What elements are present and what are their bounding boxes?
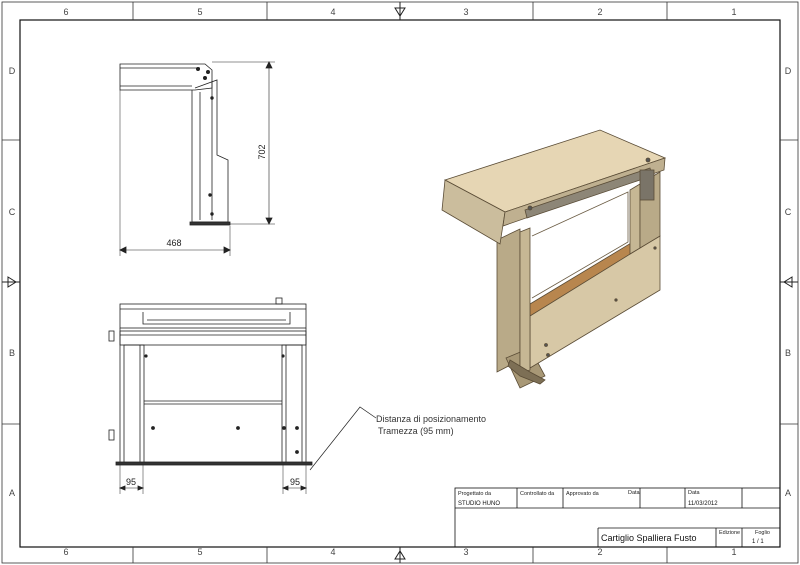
title-block — [454, 487, 781, 548]
zone-col-bottom-3: 4 — [330, 547, 335, 557]
date-value: 11/03/2012 — [688, 501, 718, 507]
designed-by-value: STUDIO HUNO — [458, 501, 500, 507]
zone-row-right-d: D — [785, 66, 792, 76]
dimension-width-label: 468 — [166, 238, 181, 248]
side-view — [119, 61, 275, 256]
zone-col-bottom-6: 1 — [731, 547, 736, 557]
zone-col-top-1: 6 — [63, 7, 68, 17]
drawing-title: Cartiglio Spalliera Fusto — [601, 533, 697, 543]
zone-row-left-b: B — [9, 348, 15, 358]
annotation-line-2: Tramezza (95 mm) — [378, 426, 454, 436]
zone-row-left-c: C — [9, 207, 16, 217]
sheet-value: 1 / 1 — [752, 539, 764, 545]
zone-row-left-d: D — [9, 66, 16, 76]
zone-row-right-a: A — [785, 488, 791, 498]
dimension-left-offset-label: 95 — [126, 477, 136, 487]
checked-by-label: Controllato da — [520, 491, 555, 497]
zone-col-bottom-4: 3 — [463, 547, 468, 557]
date-label-1: Data — [628, 490, 641, 496]
zone-col-bottom-1: 6 — [63, 547, 68, 557]
inner-frame — [19, 19, 781, 548]
zone-row-left-a: A — [9, 488, 15, 498]
zone-row-right-c: C — [785, 207, 792, 217]
zone-row-right-b: B — [785, 348, 791, 358]
zone-col-top-6: 1 — [731, 7, 736, 17]
zone-col-bottom-2: 5 — [197, 547, 202, 557]
isometric-render — [441, 129, 667, 389]
zone-col-bottom-5: 2 — [597, 547, 602, 557]
zone-col-top-2: 5 — [197, 7, 202, 17]
front-view — [108, 297, 377, 494]
dimension-height-label: 702 — [257, 144, 267, 159]
date-label-2: Data — [688, 490, 701, 496]
approved-by-label: Approvato da — [566, 491, 600, 497]
edition-label: Edizione — [719, 530, 740, 536]
annotation-line-1: Distanza di posizionamento — [376, 414, 486, 424]
designed-by-label: Progettato da — [458, 491, 492, 497]
zone-col-top-5: 2 — [597, 7, 602, 17]
dimension-right-offset-label: 95 — [290, 477, 300, 487]
zone-col-top-3: 4 — [330, 7, 335, 17]
sheet-label: Foglio — [755, 530, 770, 536]
zone-col-top-4: 3 — [463, 7, 468, 17]
